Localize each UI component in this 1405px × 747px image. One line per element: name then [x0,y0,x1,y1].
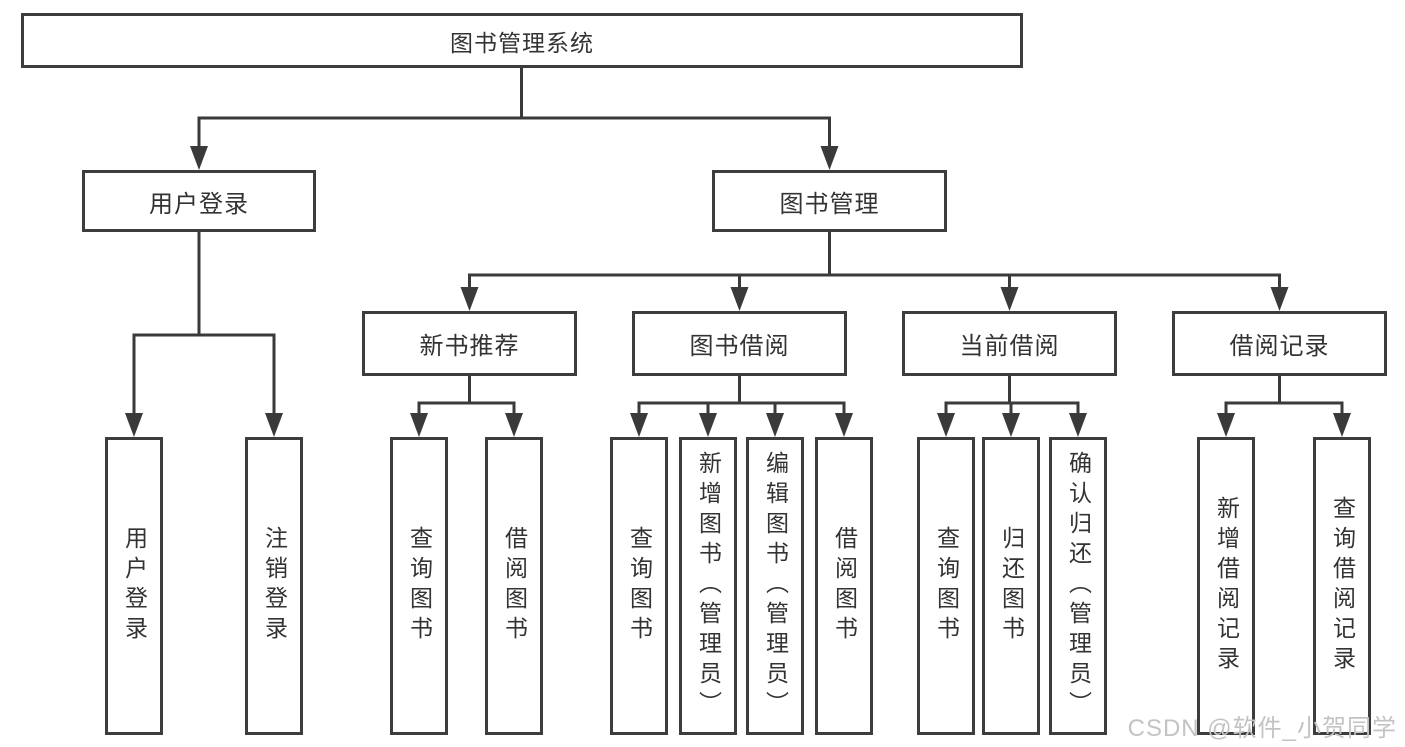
leaf-label: 借阅图书 [501,526,528,646]
leaf-label: 查询图书 [933,526,960,646]
leaf-user-login: 用户登录 [105,437,163,735]
leaf-label: 注销登录 [261,526,288,646]
leaf-label: 新增借阅记录 [1213,496,1240,676]
leaf-add-book-admin: 新增图书（管理员） [679,437,737,735]
leaf-return-book: 归还图书 [982,437,1040,735]
leaf-edit-book-admin: 编辑图书（管理员） [746,437,804,735]
leaf-label: 编辑图书（管理员） [762,451,789,721]
leaf-label: 用户登录 [121,526,148,646]
leaf-query-borrow-record: 查询借阅记录 [1313,437,1371,735]
node-label: 当前借阅 [959,333,1060,360]
leaf-query-books-current: 查询图书 [917,437,975,735]
leaf-label: 归还图书 [998,526,1025,646]
leaf-label: 确认归还（管理员） [1065,451,1092,721]
csdn-watermark: CSDN @软件_小贺同学 [1127,715,1397,742]
leaf-label: 借阅图书 [831,526,858,646]
node-current-borrowing: 当前借阅 [902,311,1117,376]
node-book-management: 图书管理 [712,170,947,232]
node-label: 图书借阅 [689,333,790,360]
leaf-confirm-return-admin: 确认归还（管理员） [1049,437,1107,735]
node-label: 图书管理系统 [450,29,594,56]
node-label: 图书管理 [779,190,880,218]
leaf-borrow-books: 借阅图书 [815,437,873,735]
node-library-system: 图书管理系统 [21,13,1023,68]
node-user-login: 用户登录 [82,170,316,232]
node-borrowing-records: 借阅记录 [1172,311,1387,376]
arrowheads [125,146,1351,437]
leaf-label: 查询借阅记录 [1329,496,1356,676]
leaf-query-books-borrow: 查询图书 [610,437,668,735]
leaf-add-borrow-record: 新增借阅记录 [1197,437,1255,735]
leaf-label: 查询图书 [406,526,433,646]
node-label: 新书推荐 [419,333,520,360]
leaf-label: 新增图书（管理员） [695,451,722,721]
leaf-logout: 注销登录 [245,437,303,735]
leaf-query-books-recommend: 查询图书 [390,437,448,735]
node-label: 借阅记录 [1229,333,1330,360]
node-book-borrowing: 图书借阅 [632,311,847,376]
leaf-label: 查询图书 [626,526,653,646]
leaf-borrow-books-recommend: 借阅图书 [485,437,543,735]
node-label: 用户登录 [149,190,249,218]
node-new-book-recommend: 新书推荐 [362,311,577,376]
